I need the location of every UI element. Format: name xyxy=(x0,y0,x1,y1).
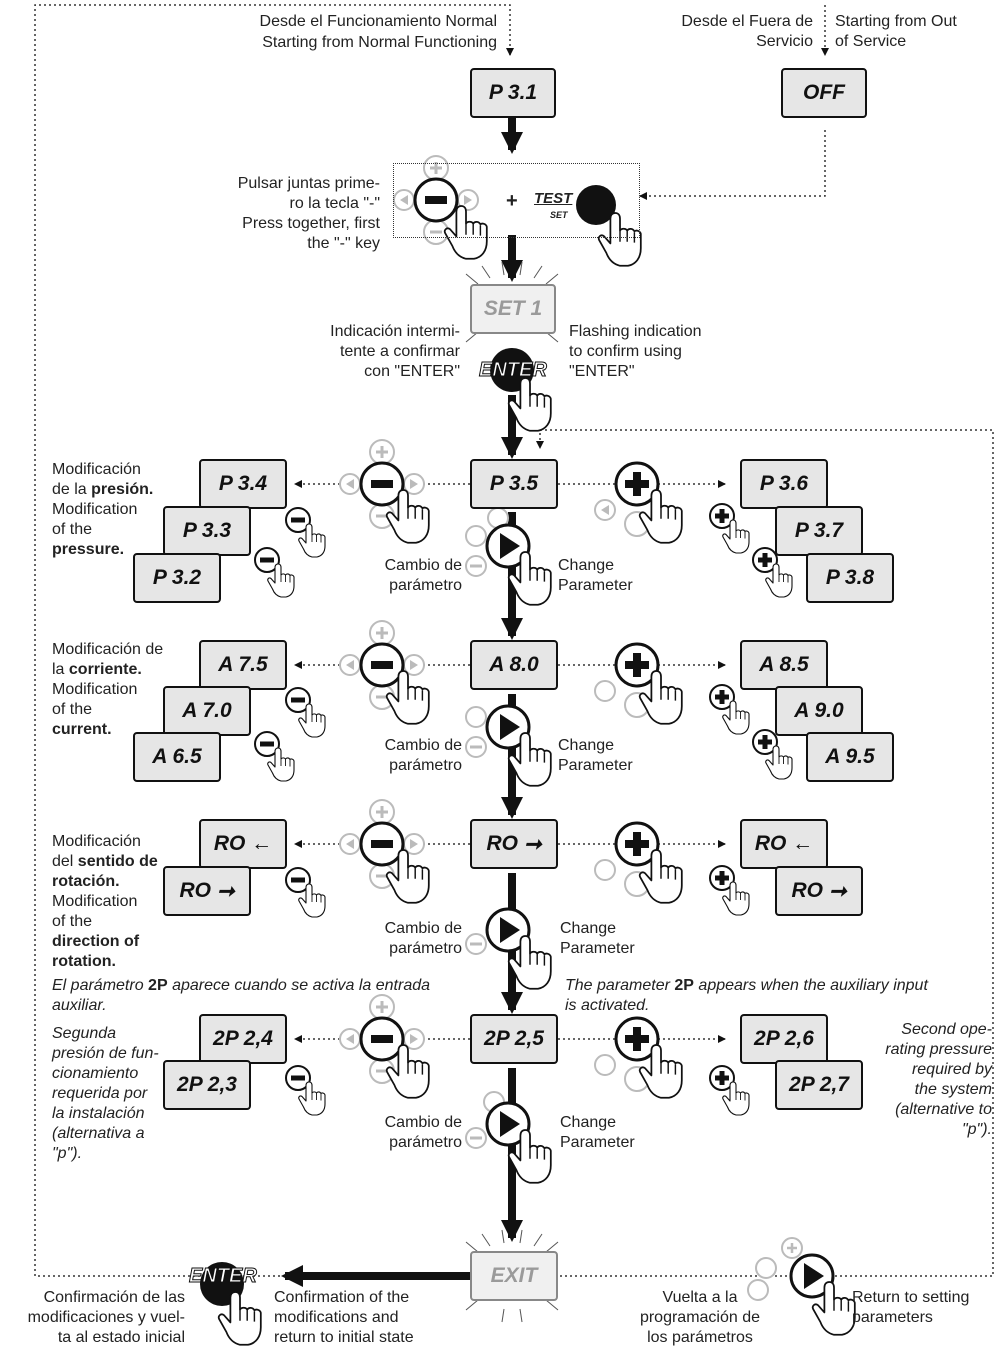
box-ro-l1: RO ← xyxy=(199,819,287,869)
normal-en: Starting from Normal Functioning xyxy=(262,34,497,51)
box-a95: A 9.5 xyxy=(806,732,894,782)
box-exit: EXIT xyxy=(470,1251,558,1301)
box-p31: P 3.1 xyxy=(470,68,556,118)
row3-minus-pad xyxy=(338,798,430,904)
row1-plus-pad xyxy=(594,461,683,544)
box-ro-r2: RO ➞ xyxy=(775,866,863,916)
flash-es: Indicación intermi- tente a confirmar co… xyxy=(330,323,460,380)
test-label: TEST xyxy=(534,190,573,207)
oos-es: Desde el Fuera de Servicio xyxy=(681,13,813,50)
cambio-2: Cambio de parámetro xyxy=(384,737,462,774)
row-connectors xyxy=(294,480,726,1043)
box-ro-main: RO ➞ xyxy=(470,819,558,869)
box-a65: A 6.5 xyxy=(133,732,221,782)
row4-mini-right xyxy=(709,1065,750,1116)
box-p36: P 3.6 xyxy=(740,459,828,509)
enter-label-bottom: ENTER xyxy=(189,1265,258,1287)
box-2p25: 2P 2,5 xyxy=(470,1014,558,1064)
oos-en: Starting from Out of Service xyxy=(835,13,957,50)
press-en: Press together, first the "-" key xyxy=(242,215,380,252)
box-p33: P 3.3 xyxy=(163,506,251,556)
return-en: Return to setting parameters xyxy=(852,1289,970,1326)
second-note-es: Segunda presión de fun- cionamiento requ… xyxy=(52,1025,159,1162)
return-loop-line xyxy=(536,429,994,1277)
row2-mini-left-1 xyxy=(285,687,326,738)
start-pad-frame xyxy=(393,163,640,238)
box-set1: SET 1 xyxy=(470,284,556,334)
box-a75: A 7.5 xyxy=(199,640,287,690)
enter-label-top: ENTER xyxy=(479,359,548,381)
row1-mini-right-1 xyxy=(709,503,750,554)
box-2p24: 2P 2,4 xyxy=(199,1014,287,1064)
box-p38: P 3.8 xyxy=(806,553,894,603)
row1-mini-left-2 xyxy=(254,547,295,598)
arrow-right-icon: ➞ xyxy=(828,879,847,903)
row3-mini-right xyxy=(709,865,750,916)
row2-next-pad xyxy=(465,704,552,787)
change-1: Change Parameter xyxy=(558,557,633,594)
enter-button-bottom xyxy=(200,1262,262,1346)
plus-sign: + xyxy=(506,190,518,212)
press-es: Pulsar juntas prime- ro la tecla "-" xyxy=(237,175,380,212)
row2-plus-pad xyxy=(594,642,683,725)
row2-mini-right-1 xyxy=(709,684,750,735)
row4-mini-left xyxy=(285,1065,326,1116)
row3-plus-pad xyxy=(594,821,683,904)
row4-next-pad xyxy=(465,1091,552,1184)
set-label: SET xyxy=(550,210,568,220)
row1-minus-pad xyxy=(338,438,430,544)
box-p34: P 3.4 xyxy=(199,459,287,509)
row2-mini-right-2 xyxy=(752,729,793,780)
change-2: Change Parameter xyxy=(558,737,633,774)
exit-flash-rays xyxy=(465,1229,559,1323)
box-a70: A 7.0 xyxy=(163,686,251,736)
box-a90: A 9.0 xyxy=(775,686,863,736)
row2-mini-left-2 xyxy=(254,731,295,782)
box-p35: P 3.5 xyxy=(470,459,558,509)
row1-mini-left-1 xyxy=(285,507,326,558)
cambio-4: Cambio de parámetro xyxy=(384,1114,462,1151)
outer-loop-line xyxy=(34,4,514,1277)
row3-next-pad xyxy=(465,907,552,990)
box-off: OFF xyxy=(781,68,867,118)
change-4: Change Parameter xyxy=(560,1114,635,1151)
return-pad xyxy=(747,1237,856,1336)
off-to-pad-line xyxy=(639,130,826,200)
arrow-left-icon: ← xyxy=(251,832,273,855)
box-p32: P 3.2 xyxy=(133,553,221,603)
flash-en: Flashing indication to confirm using "EN… xyxy=(569,323,702,380)
change-3: Change Parameter xyxy=(560,920,635,957)
box-p37: P 3.7 xyxy=(775,506,863,556)
confirm-es: Confirmación de las modificaciones y vue… xyxy=(27,1289,185,1346)
box-2p23: 2P 2,3 xyxy=(163,1060,251,1110)
enter-button-top xyxy=(490,348,552,432)
aux-note-en: The parameter 2P appears when the auxili… xyxy=(565,977,928,1014)
arrow-right-icon: ➞ xyxy=(216,879,235,903)
box-2p27: 2P 2,7 xyxy=(775,1060,863,1110)
box-2p26: 2P 2,6 xyxy=(740,1014,828,1064)
row1-next-pad xyxy=(465,507,552,606)
vuelta-es: Vuelta a la programación de los parámetr… xyxy=(639,1289,761,1346)
box-ro-l2: RO ➞ xyxy=(163,866,251,916)
aux-note-es: El parámetro 2P aparece cuando se activa… xyxy=(52,977,431,1014)
confirm-en: Confirmation of the modifications and re… xyxy=(274,1289,414,1346)
arrow-left-icon: ← xyxy=(792,832,814,855)
row3-mini-left xyxy=(285,867,326,918)
arrow-right-icon: ➞ xyxy=(523,832,542,856)
cambio-1: Cambio de parámetro xyxy=(384,557,462,594)
row4-plus-pad xyxy=(594,1016,683,1099)
normal-es: Desde el Funcionamiento Normal xyxy=(259,13,497,30)
box-a80: A 8.0 xyxy=(470,640,558,690)
box-a85: A 8.5 xyxy=(740,640,828,690)
row2-minus-pad xyxy=(338,619,430,725)
second-note-en: Second ope- rating pressure required by … xyxy=(885,1021,992,1138)
box-ro-r1: RO ← xyxy=(740,819,828,869)
test-set-button xyxy=(576,185,642,267)
cambio-3: Cambio de parámetro xyxy=(384,920,462,957)
